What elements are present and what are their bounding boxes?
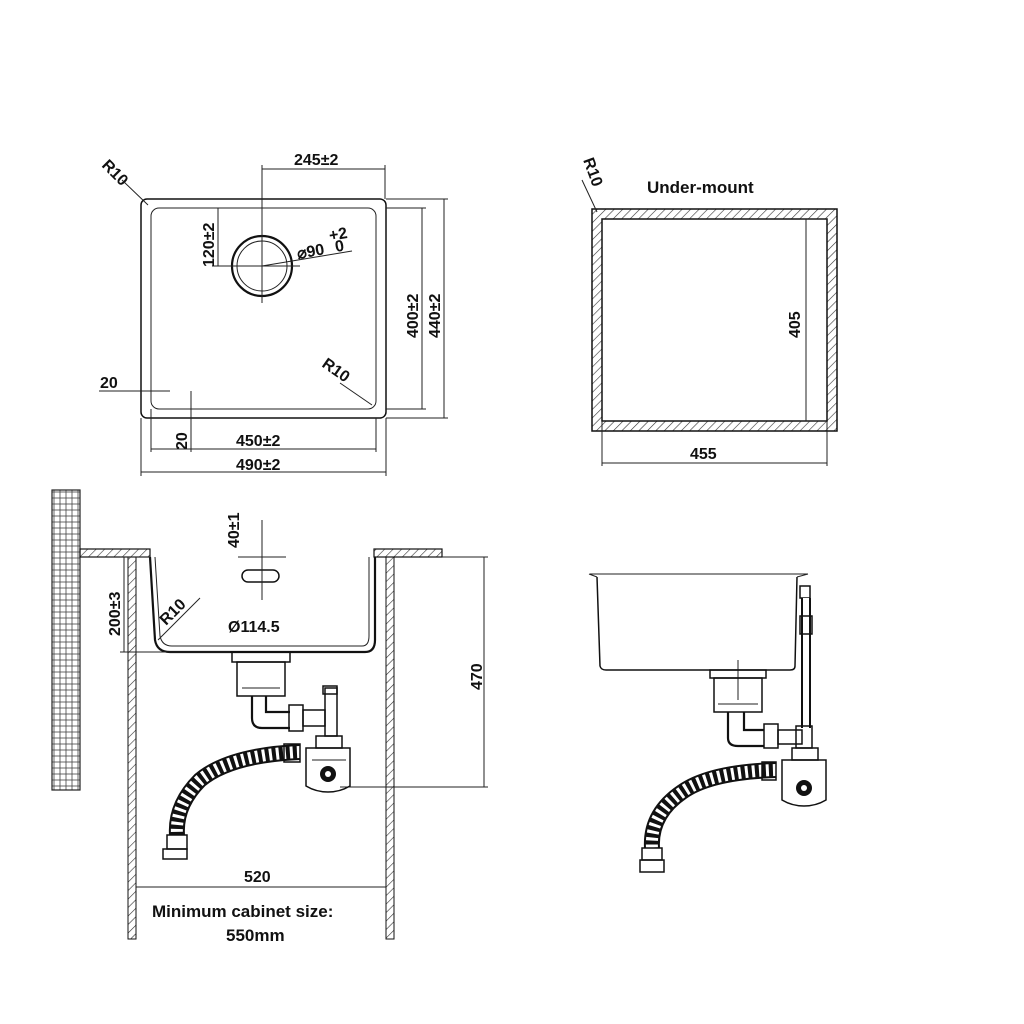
rim-bottom-label: 20 <box>174 432 191 450</box>
outer-radius-label: R10 <box>98 157 131 190</box>
inner-radius-label: R10 <box>319 355 353 386</box>
rim-left-label: 20 <box>100 375 118 392</box>
cabinet-note-line2: 550mm <box>226 926 285 945</box>
drain-diameter-label: ⌀90 <box>296 241 326 263</box>
inner-width-label: 400±2 <box>405 294 422 338</box>
side-view <box>588 573 827 873</box>
overflow-slot <box>241 569 280 583</box>
drain-offset-label: 120±2 <box>201 223 218 267</box>
bowl-depth-label: 200±3 <box>107 592 124 636</box>
undermount-radius-label: R10 <box>579 156 605 189</box>
waste-diameter-label: Ø114.5 <box>228 619 280 636</box>
bowl-radius-label: R10 <box>157 596 190 629</box>
top-view: 245±2 120±2 ⌀90 +2 0 R10 R10 400±2 440±2… <box>98 152 448 476</box>
cutout-depth-label: 405 <box>787 311 804 338</box>
drain-spacing-label: 245±2 <box>294 152 338 169</box>
cutout-width-label: 455 <box>690 446 717 463</box>
drain-hose <box>162 743 301 860</box>
overflow-offset-label: 40±1 <box>226 512 243 548</box>
side-waste-fitting <box>709 669 827 807</box>
countertop-left <box>79 548 151 558</box>
drain-tol-zero: 0 <box>334 238 346 256</box>
cabinet-depth-label: 470 <box>469 663 486 690</box>
undermount-view: Under-mount R10 405 455 <box>579 156 838 466</box>
side-drain-hose <box>639 761 777 873</box>
cabinet-width-label: 520 <box>244 869 271 886</box>
cabinet-wall-right <box>385 556 395 940</box>
side-bowl <box>596 576 798 671</box>
drain-tol-plus: +2 <box>328 225 349 245</box>
waste-fitting <box>231 651 351 793</box>
inner-length-label: 450±2 <box>236 433 280 450</box>
section-view: 40±1 200±3 R10 Ø114.5 470 <box>51 489 488 945</box>
tiled-wall <box>51 489 81 791</box>
outer-width-label: 440±2 <box>427 294 444 338</box>
sink-bowl-outline <box>150 207 377 410</box>
countertop-right <box>373 548 443 558</box>
overflow-pipe <box>799 585 813 728</box>
cabinet-note-line1: Minimum cabinet size: <box>152 902 333 921</box>
undermount-title: Under-mount <box>647 178 754 197</box>
cabinet-wall-left <box>127 556 137 940</box>
sink-outer-outline <box>140 198 387 419</box>
outer-length-label: 490±2 <box>236 457 280 474</box>
